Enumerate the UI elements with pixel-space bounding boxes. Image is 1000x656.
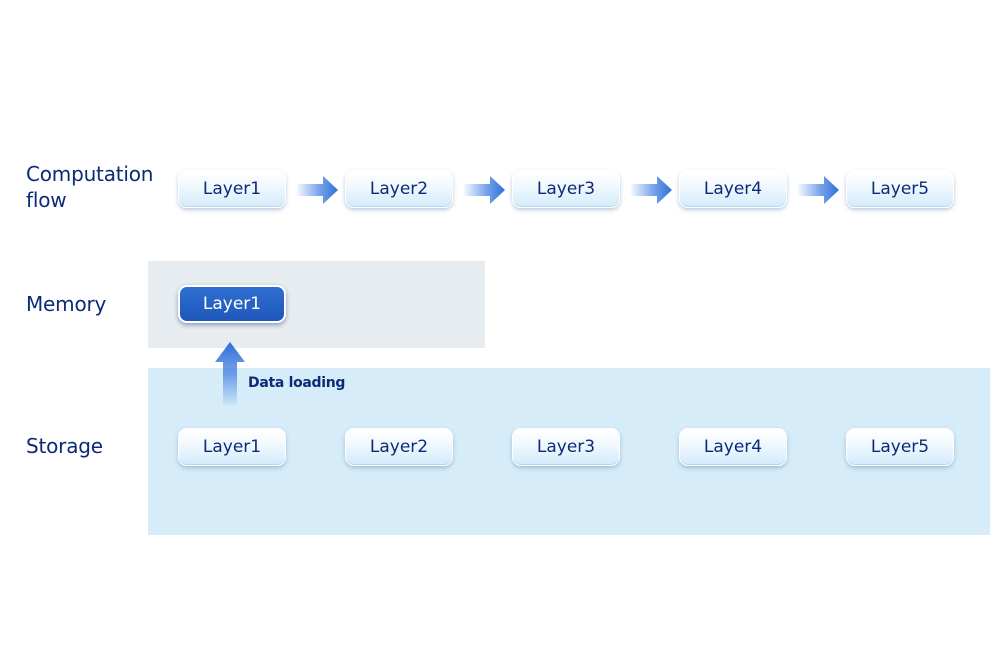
computation-layer-3: Layer3 [512,170,620,208]
flow-arrow-icon [798,176,839,204]
memory-label: Memory [26,292,107,316]
computation-layer-4: Layer4 [679,170,787,208]
storage-layer-2: Layer2 [345,428,453,466]
storage-layer-3: Layer3 [512,428,620,466]
storage-layer-1: Layer1 [178,428,286,466]
storage-layer-4: Layer4 [679,428,787,466]
data-loading-arrow-icon [215,342,245,406]
computation-layer-2: Layer2 [345,170,453,208]
flow-arrow-icon [464,176,505,204]
flow-arrow-icon [631,176,672,204]
data-loading-label: Data loading [248,375,346,391]
computation-layer-1: Layer1 [178,170,286,208]
storage-layer-5: Layer5 [846,428,954,466]
computation-layer-5: Layer5 [846,170,954,208]
memory-layer-1: Layer1 [178,285,286,323]
flow-arrow-icon [297,176,338,204]
computation-flow-label: Computation flow [26,162,154,212]
storage-label: Storage [26,434,103,458]
